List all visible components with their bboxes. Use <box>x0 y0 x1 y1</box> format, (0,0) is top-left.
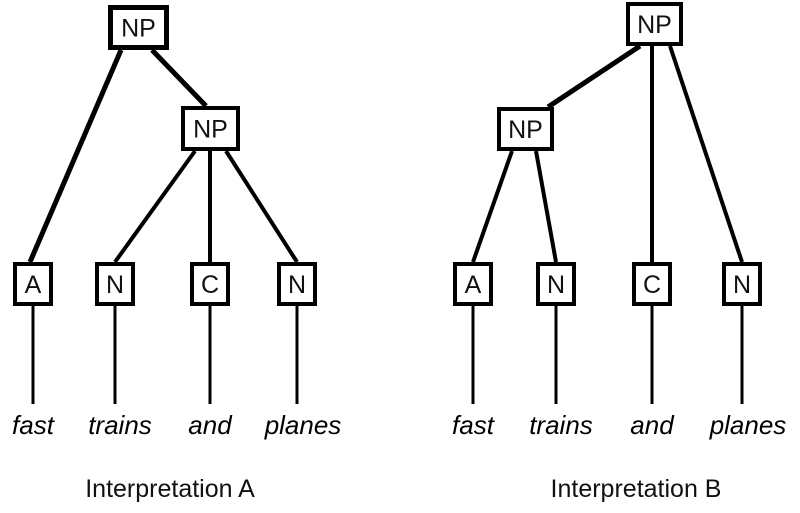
pos-node-box-c-2[interactable] <box>632 262 672 306</box>
tree-caption: Interpretation A <box>85 475 255 503</box>
node-box-root[interactable] <box>108 5 169 50</box>
tree-edge-np-to-n2 <box>224 149 299 264</box>
node-box-root-label: NP <box>637 11 672 39</box>
tree-edge-np-to-a <box>471 150 514 263</box>
pos-node-label-2: C <box>643 271 661 299</box>
pos-node-label-2: C <box>201 271 219 299</box>
pos-node-box-a-0[interactable] <box>453 262 493 306</box>
terminal-word-fast: fast <box>452 410 496 440</box>
pos-node-label-0: A <box>465 271 482 299</box>
pos-node-label-1: N <box>547 271 565 299</box>
terminal-word-and: and <box>188 410 233 440</box>
pos-node-box-a-0[interactable] <box>13 262 53 306</box>
node-box-root-label: NP <box>121 15 156 43</box>
pos-node-box-n-1[interactable] <box>536 262 576 306</box>
pos-node-label-1: N <box>106 271 124 299</box>
terminal-word-planes: planes <box>264 410 342 440</box>
pos-node-label-3: N <box>733 271 751 299</box>
terminal-word-trains: trains <box>529 410 593 440</box>
terminal-word-fast: fast <box>12 410 56 440</box>
tree-edge-root-to-np <box>546 43 642 110</box>
node-box-root[interactable] <box>626 2 683 46</box>
node-box-inner[interactable] <box>181 106 240 151</box>
pos-node-label-0: A <box>25 271 42 299</box>
tree-caption: Interpretation B <box>551 475 722 503</box>
node-box-inner-label: NP <box>193 116 228 144</box>
node-box-inner-label: NP <box>508 116 543 144</box>
pos-node-box-c-2[interactable] <box>190 262 230 306</box>
tree-edge-np-to-n1 <box>113 149 197 264</box>
pos-node-box-n-3[interactable] <box>277 262 317 306</box>
terminal-word-trains: trains <box>88 410 152 440</box>
tree-edge-root-to-a <box>27 49 124 263</box>
pos-node-box-n-1[interactable] <box>95 262 135 306</box>
node-box-inner[interactable] <box>497 107 554 151</box>
pos-node-label-3: N <box>288 271 306 299</box>
tree-edge-np-to-n1 <box>534 150 558 263</box>
tree-edge-root-to-np <box>150 48 208 108</box>
tree-edge-root-to-n2 <box>668 45 744 263</box>
pos-node-box-n-3[interactable] <box>722 262 762 306</box>
terminal-word-planes: planes <box>709 410 787 440</box>
terminal-word-and: and <box>630 410 675 440</box>
